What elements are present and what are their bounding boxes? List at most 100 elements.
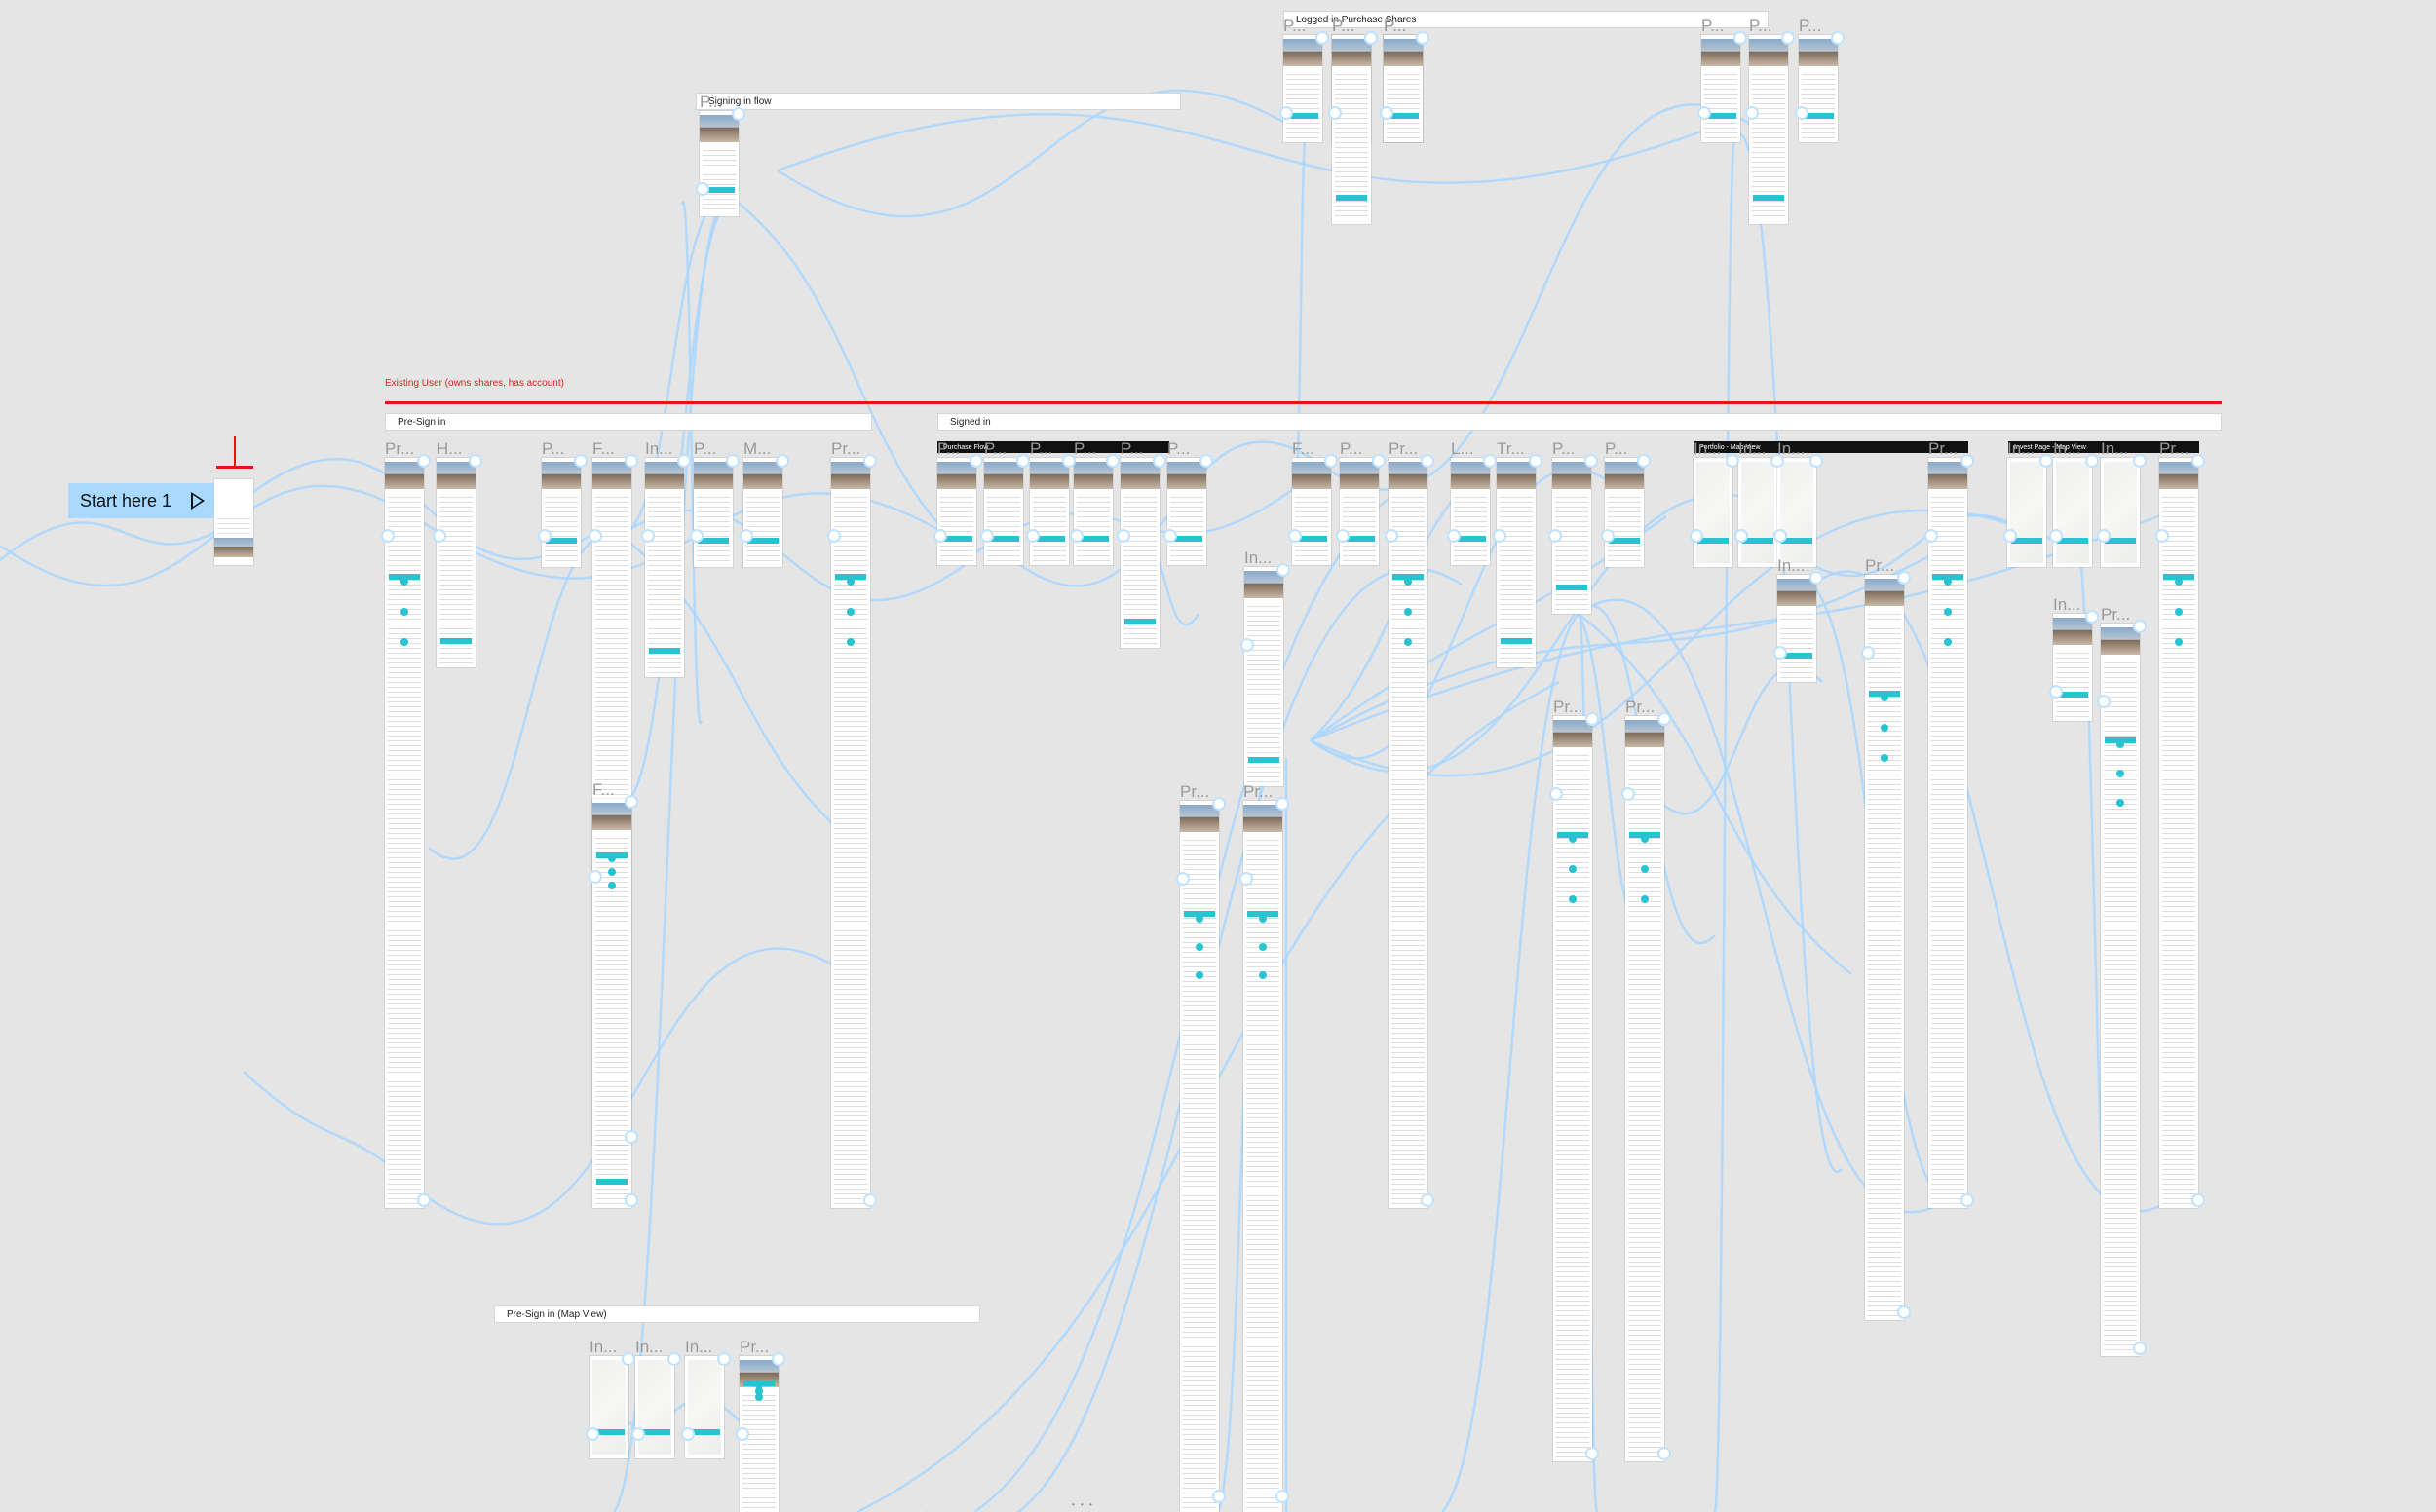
screen-frame-phone[interactable] <box>1030 458 1069 565</box>
frame-title[interactable]: In... <box>635 1338 664 1356</box>
frame-title[interactable]: F... <box>1292 439 1314 458</box>
frame-title[interactable]: P... <box>1749 17 1772 35</box>
frame-title[interactable]: In... <box>2053 439 2081 458</box>
flow-hotspot[interactable] <box>625 454 638 468</box>
flow-hotspot[interactable] <box>732 107 745 121</box>
frame-title[interactable]: F... <box>592 780 615 799</box>
flow-hotspot[interactable] <box>586 1427 599 1441</box>
frame-title[interactable]: P... <box>1340 439 1363 458</box>
flow-hotspot[interactable] <box>1199 454 1213 468</box>
flow-hotspot[interactable] <box>863 1193 877 1207</box>
flow-hotspot[interactable] <box>1621 787 1635 801</box>
flow-hotspot[interactable] <box>1212 1490 1226 1503</box>
frame-title[interactable]: P... <box>694 439 717 458</box>
frame-title[interactable]: P... <box>542 439 565 458</box>
flow-hotspot[interactable] <box>1275 1490 1289 1503</box>
frame-title[interactable]: P... <box>1167 439 1191 458</box>
screen-frame-property[interactable] <box>2159 458 2198 1208</box>
frame-title[interactable]: Pr... <box>1389 439 1419 458</box>
flow-hotspot[interactable] <box>1773 529 1787 543</box>
frame-title[interactable]: Tr... <box>1497 439 1525 458</box>
frame-title[interactable]: P... <box>1701 17 1725 35</box>
flow-hotspot[interactable] <box>1421 1193 1434 1207</box>
frame-title[interactable]: P... <box>1384 17 1407 35</box>
flow-hotspot[interactable] <box>681 1427 695 1441</box>
flow-hotspot[interactable] <box>1447 529 1461 543</box>
frame-title[interactable]: Pr... <box>1180 782 1210 801</box>
flow-hotspot[interactable] <box>1315 31 1329 45</box>
screen-frame-phone[interactable] <box>542 458 581 567</box>
flow-hotspot[interactable] <box>1016 454 1030 468</box>
screen-frame-phone[interactable] <box>1167 458 1206 565</box>
frame-title[interactable]: P... <box>700 93 723 111</box>
screen-frame-map[interactable] <box>2007 458 2046 567</box>
flow-hotspot[interactable] <box>1637 454 1651 468</box>
frame-title[interactable]: P... <box>1121 439 1144 458</box>
flow-hotspot[interactable] <box>1781 31 1795 45</box>
flow-hotspot[interactable] <box>667 1352 681 1366</box>
flow-hotspot[interactable] <box>690 529 704 543</box>
screen-frame-list[interactable] <box>1244 567 1283 786</box>
screen-frame-phone[interactable] <box>937 458 976 565</box>
screen-frame-phone[interactable] <box>437 458 476 667</box>
flow-hotspot[interactable] <box>1275 797 1289 811</box>
flow-hotspot[interactable] <box>1549 787 1563 801</box>
screen-frame-phone[interactable] <box>700 111 739 216</box>
section-purchase-flow[interactable]: Purchase Flow <box>937 441 1169 453</box>
flow-hotspot[interactable] <box>1897 571 1911 585</box>
flow-hotspot[interactable] <box>1809 571 1823 585</box>
flow-hotspot[interactable] <box>970 454 983 468</box>
flow-hotspot[interactable] <box>589 870 602 884</box>
start-frame[interactable] <box>214 479 253 565</box>
flow-hotspot[interactable] <box>1548 529 1562 543</box>
frame-title[interactable]: In... <box>645 439 673 458</box>
flow-hotspot[interactable] <box>1585 1447 1599 1460</box>
frame-title[interactable]: Pr... <box>1553 698 1583 716</box>
flow-hotspot[interactable] <box>1380 106 1393 120</box>
flow-hotspot[interactable] <box>1212 797 1226 811</box>
flow-hotspot[interactable] <box>538 529 552 543</box>
flow-hotspot[interactable] <box>1726 454 1739 468</box>
flow-hotspot[interactable] <box>469 454 482 468</box>
start-here-button[interactable]: Start here 1 <box>68 483 214 518</box>
flow-hotspot[interactable] <box>641 529 655 543</box>
flow-hotspot[interactable] <box>1153 454 1166 468</box>
frame-title[interactable]: P... <box>1552 439 1576 458</box>
frame-title[interactable]: Pr... <box>1625 698 1656 716</box>
screen-frame-phone[interactable] <box>1451 458 1490 565</box>
flow-hotspot[interactable] <box>631 1427 645 1441</box>
frame-title[interactable]: P... <box>984 439 1008 458</box>
flow-hotspot[interactable] <box>1657 712 1671 726</box>
flow-hotspot[interactable] <box>1529 454 1542 468</box>
flow-hotspot[interactable] <box>1328 106 1342 120</box>
screen-frame-phone[interactable] <box>1749 35 1788 224</box>
flow-hotspot[interactable] <box>417 1193 431 1207</box>
flow-hotspot[interactable] <box>827 529 841 543</box>
frame-title[interactable]: P... <box>1074 439 1097 458</box>
screen-frame-phone[interactable] <box>1799 35 1838 142</box>
section-signed-in[interactable]: Signed in <box>937 413 2222 431</box>
flow-hotspot[interactable] <box>2133 1342 2147 1355</box>
screen-frame-property[interactable] <box>1865 575 1904 1320</box>
flow-hotspot[interactable] <box>736 1427 749 1441</box>
flow-hotspot[interactable] <box>1106 454 1120 468</box>
screen-frame-phone[interactable] <box>1701 35 1740 142</box>
flow-hotspot[interactable] <box>1924 529 1938 543</box>
screen-frame-map[interactable] <box>1738 458 1777 567</box>
frame-title[interactable]: P... <box>1030 439 1053 458</box>
flow-hotspot[interactable] <box>1163 529 1177 543</box>
frame-title[interactable]: Pr... <box>2159 439 2189 458</box>
flow-hotspot[interactable] <box>2155 529 2169 543</box>
frame-title[interactable]: P... <box>1332 17 1355 35</box>
screen-frame-map[interactable] <box>1694 458 1732 567</box>
flow-hotspot[interactable] <box>1324 454 1338 468</box>
flow-hotspot[interactable] <box>696 182 709 196</box>
frame-title[interactable]: Pr... <box>385 439 415 458</box>
flow-hotspot[interactable] <box>1745 106 1759 120</box>
flow-hotspot[interactable] <box>1483 454 1497 468</box>
flow-hotspot[interactable] <box>980 529 994 543</box>
screen-frame-map[interactable] <box>685 1356 724 1458</box>
flow-hotspot[interactable] <box>2085 454 2099 468</box>
screen-frame-property[interactable] <box>831 458 870 1208</box>
screen-frame-phone[interactable] <box>1121 458 1160 648</box>
